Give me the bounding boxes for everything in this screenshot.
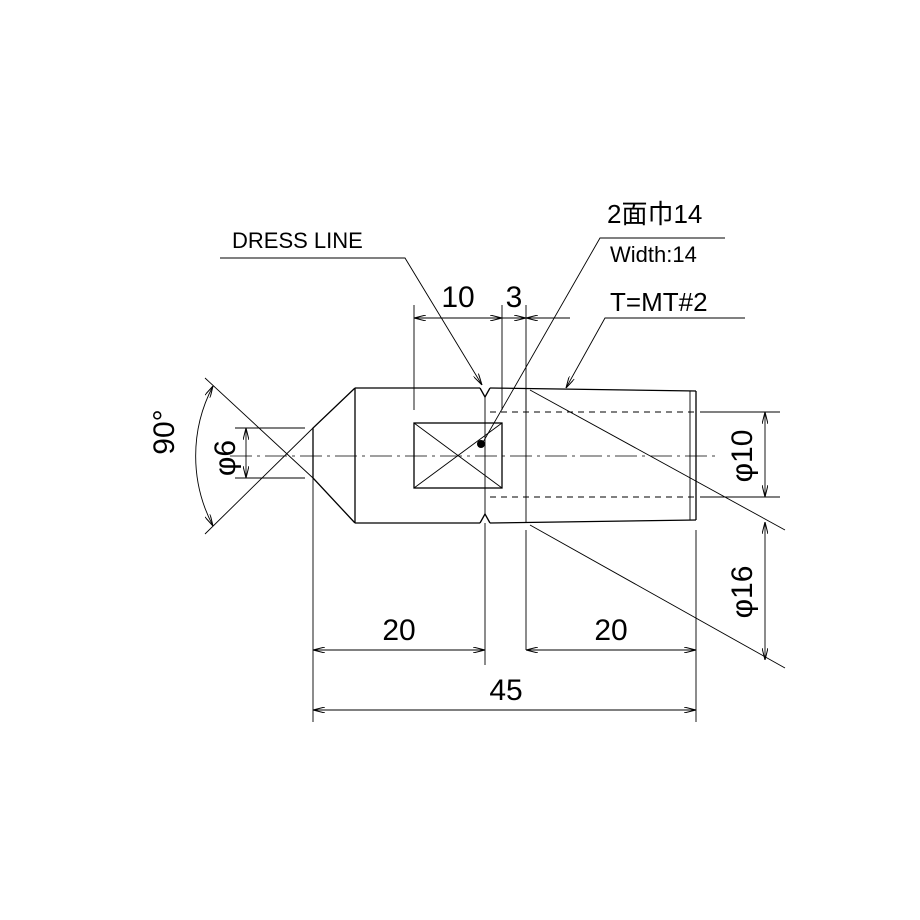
dim-phi-16: φ16 [726,566,759,619]
dim-20-left: 20 [382,614,415,647]
dim-10: 10 [441,281,474,314]
leader-lines [220,237,745,445]
dimension-lines [195,318,765,710]
angle-90: 90° [148,409,181,454]
dim-45: 45 [489,674,522,707]
dim-20-right: 20 [594,614,627,647]
dim-phi-6: φ6 [209,440,242,476]
dim-3: 3 [506,281,523,314]
dress-line-label: DRESS LINE [232,228,363,253]
taper-label: T=MT#2 [610,287,708,317]
part-outline [312,387,697,524]
extension-lines [204,305,786,722]
dim-phi-10: φ10 [726,430,759,483]
flat-width-label-en: Width:14 [610,242,697,267]
flat-width-label-jp: 2面巾14 [607,199,702,229]
hidden-lines [490,411,696,498]
